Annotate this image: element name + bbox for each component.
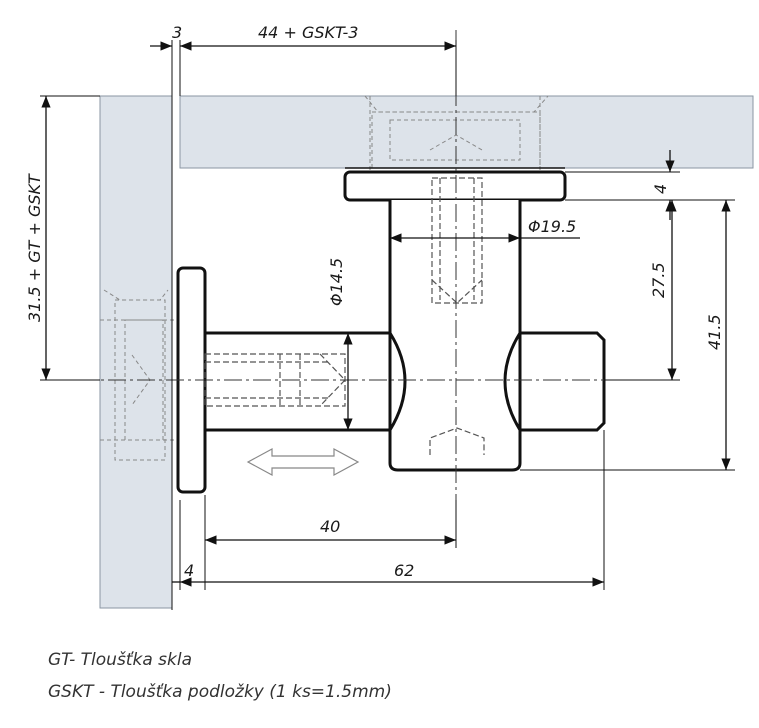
dim-total-length: 62 (394, 561, 414, 580)
dim-pin-length: 40 (320, 517, 340, 536)
dim-left-height: 31.5 + GT + GSKT (25, 173, 44, 322)
dim-body-diameter: Φ19.5 (528, 217, 576, 236)
dim-base-offset: 4 (184, 561, 194, 580)
vertical-glass-panel (99, 95, 173, 609)
horizontal-pin (205, 331, 606, 432)
horizontal-glass-panel (179, 95, 754, 169)
intersection-curve-right (503, 332, 522, 431)
dim-pin-diameter: Φ14.5 (327, 258, 346, 306)
legend-gskt: GSKT - Tloušťka podložky (1 ks=1.5mm) (48, 682, 392, 702)
adjustment-arrow-icon (246, 447, 360, 477)
vertical-body (388, 200, 522, 472)
dim-total-height: 41.5 (705, 314, 724, 350)
dim-top-offset: 3 (172, 23, 182, 42)
dim-top-length: 44 + GSKT-3 (258, 23, 358, 42)
dim-axis-to-flange: 27.5 (649, 262, 668, 298)
legend-gt: GT- Tloušťka skla (48, 650, 192, 670)
technical-drawing: 3 44 + GSKT-3 31.5 + GT + GSKT 4 Φ19.5 2… (25, 23, 754, 610)
intersection-curve-left (388, 332, 407, 431)
dim-flange-thickness: 4 (651, 184, 670, 194)
top-flange (343, 170, 567, 202)
